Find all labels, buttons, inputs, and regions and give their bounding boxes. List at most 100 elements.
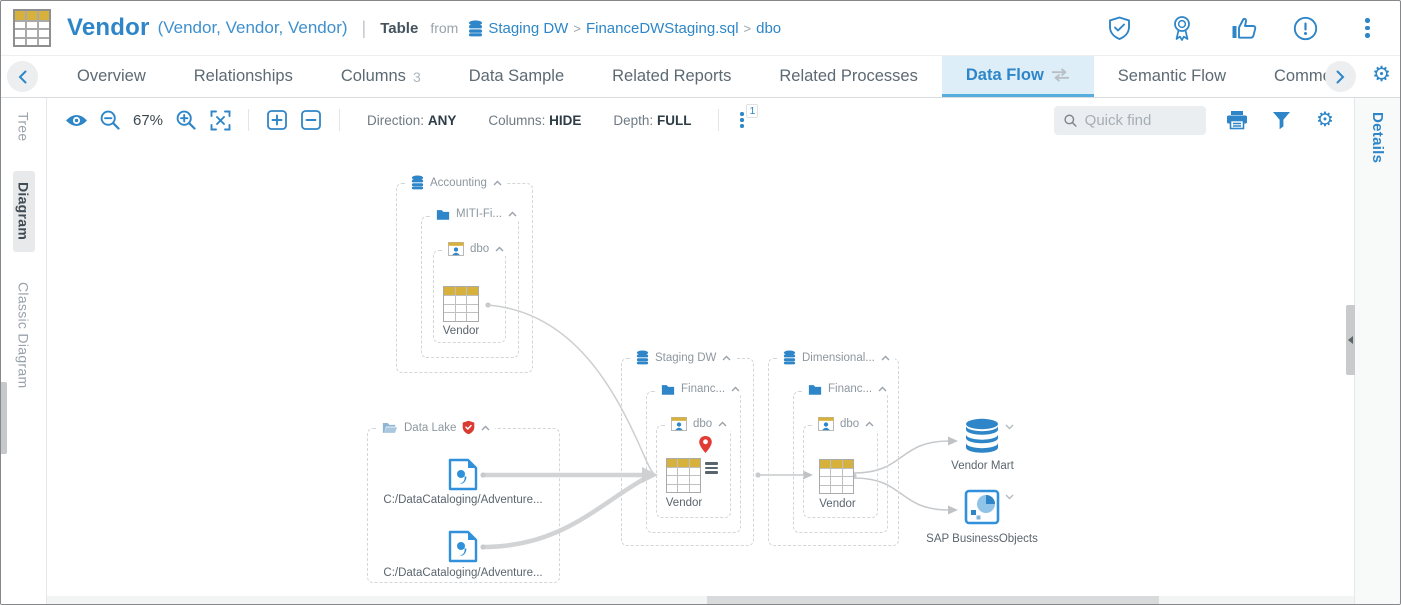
report-node-sap-bo[interactable] [964,489,1000,525]
table-node-accounting-vendor[interactable] [443,286,479,322]
container-dimensional[interactable]: Dimensional... [768,350,899,546]
fit-screen-icon[interactable] [205,105,235,135]
search-icon [1064,114,1077,127]
tab-related-processes[interactable]: Related Processes [779,67,918,85]
location-pin-icon [699,436,712,453]
details-panel-splitter[interactable] [1346,305,1355,375]
toolbar-right: ⚙ [1220,105,1342,135]
certification-icon[interactable] [1163,13,1200,43]
alert-icon[interactable] [1287,13,1324,43]
breadcrumb-item-schema[interactable]: dbo [756,19,782,37]
from-label: from [430,20,459,36]
view-tab-diagram[interactable]: Diagram [12,171,35,252]
direction-setting[interactable]: Direction: ANY [367,112,457,128]
container-staging-folder[interactable]: Financ... [646,383,746,533]
collapse-icon[interactable] [493,180,502,186]
collapse-icon[interactable] [881,355,890,361]
depth-setting[interactable]: Depth: FULL [613,112,692,128]
table-node-staging-vendor[interactable] [666,458,701,493]
container-data-lake[interactable]: Data Lake [367,420,560,583]
container-staging-dbo[interactable]: dbo [656,417,733,518]
file-node-csv-1[interactable] [448,458,478,491]
print-icon[interactable] [1220,105,1254,135]
tab-overview[interactable]: Overview [77,67,146,85]
container-label: Financ... [828,383,873,395]
eye-icon[interactable] [61,105,91,135]
zoom-in-icon[interactable] [171,105,201,135]
title-aliases: (Vendor, Vendor, Vendor) [157,18,348,37]
horizontal-scrollbar[interactable] [47,596,1354,604]
expand-icon[interactable] [1005,424,1014,430]
columns-setting[interactable]: Columns: HIDE [488,112,582,128]
container-accounting[interactable]: Accounting [396,175,533,373]
container-label: Staging DW [655,351,717,364]
body: Tree Diagram Classic Diagram 67% [1,98,1400,604]
node-label: Vendor [442,325,480,337]
collapse-icon[interactable] [722,355,731,361]
zoom-out-icon[interactable] [95,105,125,135]
left-panel-splitter[interactable] [1,382,7,454]
panel-tab-details[interactable]: Details [1369,112,1386,164]
view-tab-tree[interactable]: Tree [15,112,32,142]
database-icon [636,350,649,365]
tab-related-reports[interactable]: Related Reports [612,67,732,85]
table-node-dimensional-vendor[interactable] [819,459,854,494]
collapse-icon[interactable] [878,386,887,392]
scrollbar-thumb[interactable] [707,596,1159,604]
tabs-scroll-right-button[interactable] [1325,61,1356,92]
view-tab-classic-diagram[interactable]: Classic Diagram [15,281,32,389]
folder-icon [808,385,822,395]
zoom-level: 67% [133,111,164,129]
collapse-icon[interactable] [865,421,874,427]
collapse-icon[interactable] [495,246,504,252]
container-dimensional-folder[interactable]: Financ... [793,383,893,533]
database-node-vendor-mart[interactable] [963,418,1001,454]
breadcrumb-separator: > [743,20,752,36]
container-miti-folder[interactable]: MITI-Fi... [421,208,522,358]
toolbar-more-icon[interactable]: 1 [732,104,759,132]
file-node-csv-2[interactable] [448,530,478,563]
tab-relationships[interactable]: Relationships [193,67,293,85]
collapse-icon[interactable] [731,386,740,392]
tab-settings-icon[interactable]: ⚙ [1372,63,1391,86]
collapse-icon[interactable] [508,211,517,217]
container-label: dbo [693,418,713,430]
collapse-all-icon[interactable] [296,105,326,135]
data-flow-canvas[interactable]: Accounting MITI-Fi... dbo [47,142,1354,604]
container-staging-dw[interactable]: Staging DW [621,350,754,546]
shield-check-icon[interactable] [1101,13,1138,43]
expand-icon[interactable] [1005,494,1014,500]
thumbs-up-icon[interactable] [1225,13,1262,43]
tab-data-sample[interactable]: Data Sample [468,67,565,85]
breadcrumb-item-connection[interactable]: Staging DW [488,19,569,37]
node-label: SAP BusinessObjects [926,533,1038,545]
database-icon [469,19,483,36]
divider [718,109,720,131]
tabs-scroll-left-button[interactable] [7,61,38,92]
container-label: Dimensional... [802,351,875,364]
expand-all-icon[interactable] [262,105,292,135]
node-label: Vendor [819,498,856,510]
tab-data-flow[interactable]: Data Flow [941,56,1094,97]
tab-semantic-flow[interactable]: Semantic Flow [1117,67,1226,85]
breadcrumb-item-model[interactable]: FinanceDWStaging.sql [585,19,739,37]
diagram-toolbar: 67% Direction: [47,98,1354,142]
tab-comments[interactable]: Comme [1274,67,1332,85]
container-accounting-dbo[interactable]: dbo [433,242,510,343]
filter-icon[interactable] [1264,105,1298,135]
more-icon[interactable] [1349,13,1386,43]
page-title: Vendor [67,14,150,41]
database-icon [411,175,424,190]
collapse-icon[interactable] [718,421,727,427]
collapse-icon[interactable] [481,425,490,431]
object-type-label: Table [380,19,419,37]
quick-find-input[interactable] [1084,111,1196,129]
menu-icon[interactable] [705,462,718,474]
container-dimensional-dbo[interactable]: dbo [803,417,880,518]
breadcrumb-separator: > [573,20,581,36]
diagram-settings-icon[interactable]: ⚙ [1316,109,1334,131]
node-label: Vendor [665,497,703,509]
container-label: dbo [470,243,490,255]
